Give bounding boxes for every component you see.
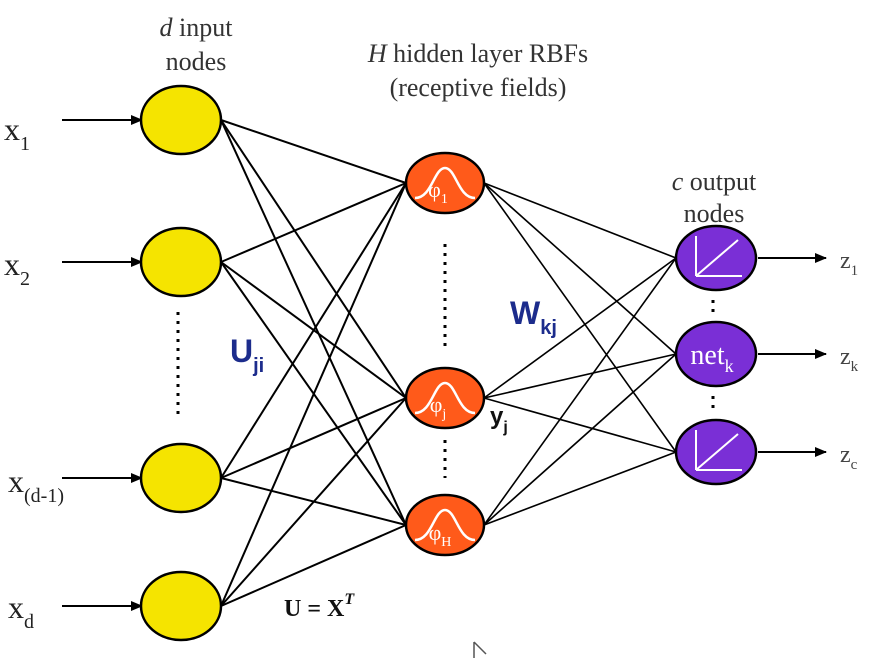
edge-input-3-hidden-2 [220,397,407,479]
linear-activation-icon [695,430,742,471]
edge-hidden-1-output-2 [483,182,677,355]
output-label-netk: netk [690,340,733,376]
input-hidden-connections [220,119,407,607]
input-label-2: x2 [4,246,30,290]
edge-hidden-3-output-1 [483,257,677,526]
hidden-label-1: φ1 [428,177,448,207]
edge-input-2-hidden-1 [220,182,407,263]
edge-hidden-3-output-2 [483,353,677,526]
edge-hidden-2-output-3 [483,397,677,453]
output-node-1 [674,224,758,292]
input-label-d: xd [8,589,34,633]
output-header-line2: nodes [684,199,745,228]
output-label-k: zk [840,344,859,375]
edge-hidden-1-output-1 [483,182,677,259]
edge-input-1-hidden-2 [220,119,407,399]
hidden-label-h: φH [429,520,452,550]
input-node-d-1 [139,442,223,514]
ellipsis-dots [176,244,715,478]
edge-hidden-3-output-3 [483,451,677,526]
input-node-2 [139,226,223,298]
equation-label: U = XT [284,591,355,622]
hidden-node-h [404,493,486,557]
edge-input-1-hidden-1 [220,119,407,184]
output-header-line1: c output [672,167,757,196]
hidden-label-j: φj [430,392,447,422]
output-nodes [674,224,758,486]
gaussian-curve-icon [414,166,476,200]
input-header-line2: nodes [166,47,227,76]
hidden-nodes [404,151,486,557]
output-node-k [674,320,758,388]
edge-input-1-hidden-3 [220,119,407,526]
edge-input-4-hidden-2 [220,397,407,607]
edge-hidden-2-output-1 [483,257,677,399]
output-label-1: z1 [840,248,858,279]
gaussian-curve-icon [414,381,476,415]
input-arrows [62,115,143,611]
output-label-c: zc [840,442,858,473]
input-label-1: x1 [4,111,30,155]
input-node-1 [139,84,223,156]
weights-input-label: Uji [230,333,264,377]
input-node-d [139,570,223,642]
hidden-output-label: yj [490,403,508,436]
edge-input-4-hidden-1 [220,182,407,607]
hidden-output-connections [483,182,677,526]
hidden-header-line2: (receptive fields) [390,73,567,102]
input-nodes [139,84,223,642]
edge-hidden-1-output-3 [483,182,677,453]
output-arrows [758,253,827,457]
hidden-node-1 [404,151,486,215]
input-header-line1: d input [160,13,234,42]
input-label-d-1: x(d-1) [8,463,64,507]
edge-input-3-hidden-1 [220,182,407,479]
edge-hidden-2-output-2 [483,353,677,399]
output-node-c [674,418,758,486]
hidden-header-line1: H hidden layer RBFs [367,39,588,68]
gaussian-curve-icon [414,508,476,542]
mouse-cursor-icon [473,641,487,658]
hidden-node-j [404,366,486,430]
edge-input-4-hidden-3 [220,524,407,607]
weights-output-label: Wkj [510,295,557,339]
linear-activation-icon [695,236,742,277]
